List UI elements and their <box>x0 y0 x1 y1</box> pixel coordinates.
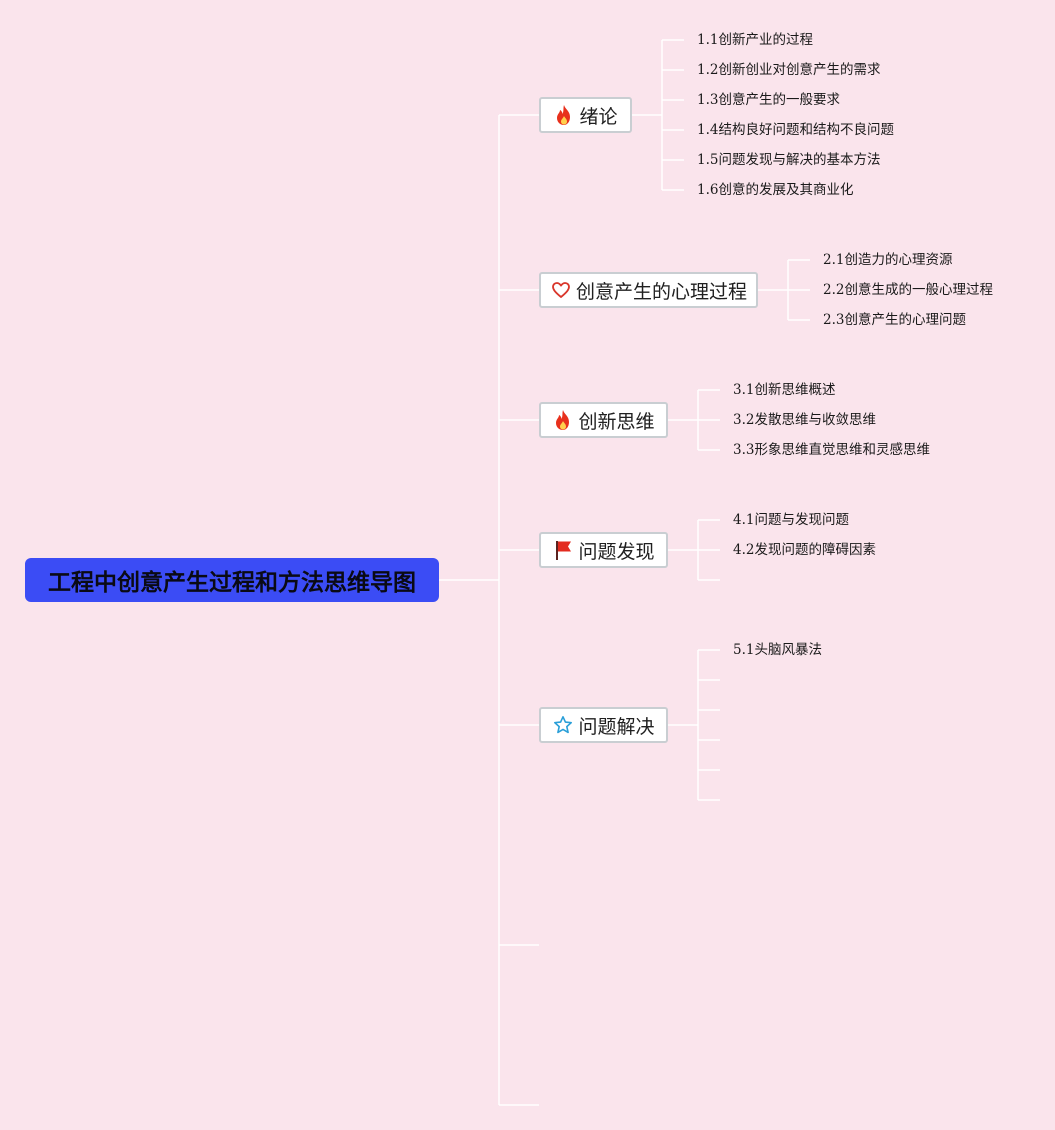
branch-node-creative-thinking[interactable]: 创新思维 <box>539 402 668 438</box>
branch-node-introduction[interactable]: 绪论 <box>539 97 632 133</box>
branch-node-psychology[interactable]: 创意产生的心理过程 <box>539 272 758 308</box>
leaf-topic[interactable]: 4.1问题与发现问题 <box>733 512 849 528</box>
fire-icon <box>553 104 575 126</box>
leaf-topic[interactable]: 2.2创意生成的一般心理过程 <box>823 282 993 298</box>
leaf-topic[interactable]: 5.1头脑风暴法 <box>733 642 822 658</box>
branch-node-problem-discovery[interactable]: 问题发现 <box>539 532 668 568</box>
fire-icon <box>552 409 574 431</box>
leaf-topic[interactable]: 3.3形象思维直觉思维和灵感思维 <box>733 442 930 458</box>
leaf-topic[interactable]: 1.2创新创业对创意产生的需求 <box>697 62 881 78</box>
branch-label: 创意产生的心理过程 <box>575 280 747 303</box>
branch-label: 绪论 <box>579 105 618 128</box>
branch-label: 问题解决 <box>578 715 655 738</box>
root-topic-label: 工程中创意产生过程和方法思维导图 <box>48 570 416 596</box>
leaf-topic[interactable]: 2.1创造力的心理资源 <box>823 252 953 268</box>
leaf-topic[interactable]: 1.5问题发现与解决的基本方法 <box>697 152 881 168</box>
branch-label: 问题发现 <box>578 540 655 563</box>
branch-label: 创新思维 <box>578 410 655 433</box>
branch-node-problem-solving[interactable]: 问题解决 <box>539 707 668 743</box>
star-icon <box>552 714 574 736</box>
leaf-topic[interactable]: 1.1创新产业的过程 <box>697 32 813 48</box>
leaf-topic[interactable]: 1.6创意的发展及其商业化 <box>697 182 854 198</box>
leaf-topic[interactable]: 1.3创意产生的一般要求 <box>697 92 840 108</box>
root-topic[interactable]: 工程中创意产生过程和方法思维导图 <box>25 558 439 602</box>
leaf-topic[interactable]: 4.2发现问题的障碍因素 <box>733 542 876 558</box>
heart-icon <box>550 279 572 301</box>
leaf-topic[interactable]: 2.3创意产生的心理问题 <box>823 312 966 328</box>
leaf-topic[interactable]: 3.2发散思维与收敛思维 <box>733 412 876 428</box>
leaf-topic[interactable]: 1.4结构良好问题和结构不良问题 <box>697 122 894 138</box>
leaf-topic[interactable]: 3.1创新思维概述 <box>733 382 836 398</box>
flag-icon <box>552 539 574 561</box>
